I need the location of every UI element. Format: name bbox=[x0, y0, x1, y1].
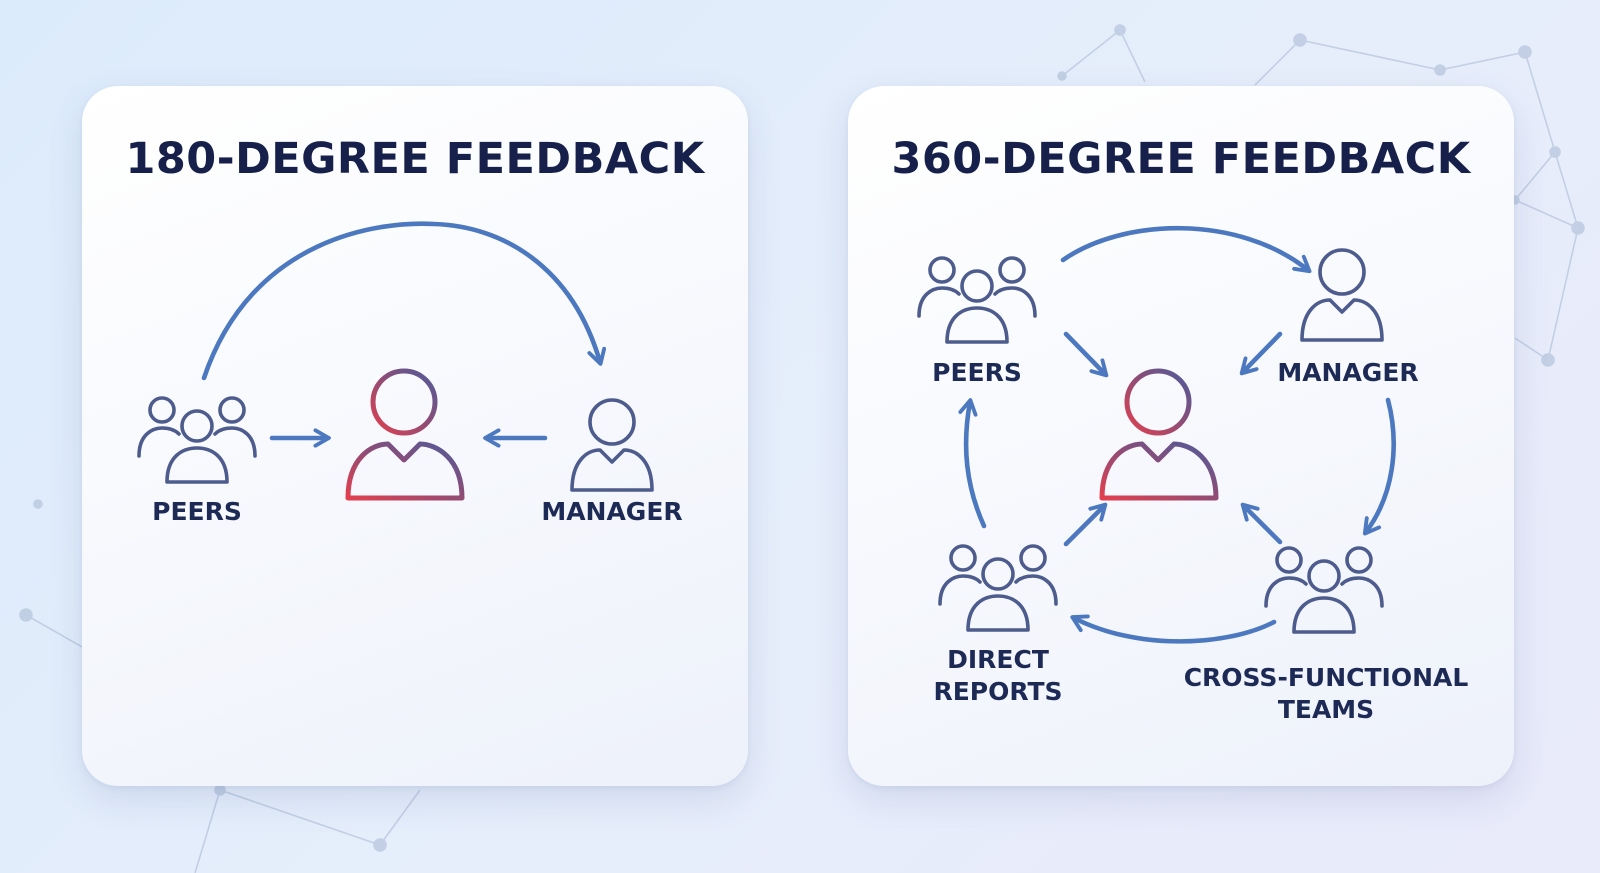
diagram-180: PEERS MANAGER bbox=[137, 221, 683, 526]
group-icon bbox=[137, 396, 257, 484]
label-direct-reports-line1: DIRECT bbox=[947, 645, 1049, 674]
arrow-peers-to-manager bbox=[1060, 225, 1312, 274]
person-icon bbox=[1099, 368, 1219, 501]
label-cross-functional-line1: CROSS-FUNCTIONAL bbox=[1184, 663, 1469, 692]
label-peers: PEERS bbox=[152, 497, 242, 526]
arrow-manager-to-cross-functional bbox=[1362, 397, 1396, 536]
panel-title: 360-DEGREE FEEDBACK bbox=[891, 134, 1471, 184]
arrow-cross-functional-to-subject bbox=[1240, 502, 1283, 545]
group-icon bbox=[938, 544, 1058, 632]
arrow-peers-to-manager bbox=[201, 221, 607, 381]
label-manager: MANAGER bbox=[1277, 358, 1418, 387]
label-cross-functional-line2: TEAMS bbox=[1278, 695, 1374, 724]
panel-180-degree: 180-DEGREE FEEDBACK PEERS MANAGER bbox=[82, 86, 748, 786]
group-icon bbox=[917, 256, 1037, 344]
label-manager: MANAGER bbox=[541, 497, 682, 526]
arrow-direct-reports-to-subject bbox=[1063, 502, 1108, 547]
person-icon bbox=[1300, 248, 1384, 342]
panel-title: 180-DEGREE FEEDBACK bbox=[125, 134, 705, 184]
person-icon bbox=[345, 368, 465, 501]
label-peers: PEERS bbox=[932, 358, 1022, 387]
arrow-cross-functional-to-direct-reports bbox=[1070, 614, 1277, 644]
panel-360-degree: 360-DEGREE FEEDBACK PEERS MANAGER DIRECT… bbox=[848, 86, 1514, 786]
group-icon bbox=[1264, 546, 1384, 634]
arrow-manager-to-subject bbox=[1239, 331, 1283, 376]
arrow-direct-reports-to-peers bbox=[958, 398, 987, 529]
diagram-360: PEERS MANAGER DIRECT REPORTS CROSS-FUNCT… bbox=[917, 225, 1469, 724]
label-direct-reports-line2: REPORTS bbox=[933, 677, 1062, 706]
person-icon bbox=[570, 398, 654, 492]
arrow-peers-to-subject bbox=[1063, 331, 1109, 378]
